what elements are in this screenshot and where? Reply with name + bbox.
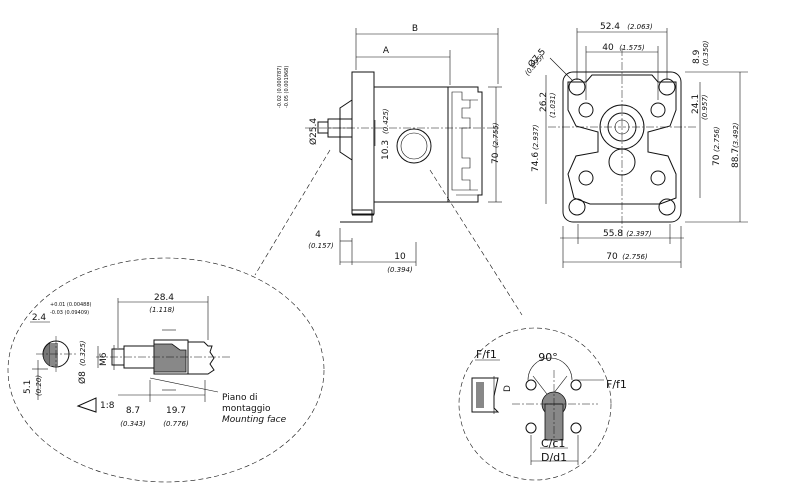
height-26-inch: (1.031) (549, 92, 557, 118)
flange-4-inch: (0.157) (308, 242, 334, 250)
shaft-dia-8: Ø8 (77, 371, 88, 384)
shaft-length-8-inch: (0.343) (120, 420, 146, 428)
shaft-diameter: Ø25.4 (308, 118, 319, 145)
width-55-inch: (2.397) (626, 230, 652, 238)
port-detail (458, 327, 612, 481)
dim-b: B (412, 24, 418, 34)
width-70: 70 (606, 252, 618, 262)
thread-m6: M6 (99, 352, 109, 366)
shaft-length-28: 28.4 (154, 293, 174, 303)
key-height-5: 5.1 (23, 380, 33, 394)
port-label-ff1-side: F/f1 (606, 378, 627, 391)
width-52: 52.4 (600, 22, 620, 32)
port-label-dd1: D/d1 (541, 451, 567, 464)
height-70-inch: (2.755) (492, 122, 500, 148)
width-40-inch: (1.575) (619, 44, 645, 52)
port-label-ff1-top: F/f1 (476, 348, 497, 361)
height-70-front-inch: (2.756) (713, 126, 721, 152)
height-88-inch: (3.492) (732, 122, 740, 148)
port-angle: 90° (538, 351, 558, 364)
height-74: 74.6 (531, 152, 541, 172)
mounting-face-it-2: montaggio (222, 404, 271, 414)
flange-10: 10 (394, 252, 406, 262)
mounting-face-it-1: Piano di (222, 393, 258, 403)
top-8: 8.9 (692, 49, 702, 64)
key-height-5-inch: (0.20) (35, 375, 43, 396)
port-label-cc1: C/c1 (541, 437, 565, 450)
shaft-length-8: 8.7 (126, 406, 140, 416)
port-label-d: D (503, 385, 513, 392)
flange-10-inch: (0.394) (387, 266, 413, 274)
shaft-tolerance-1: -0.02 (0.000787) (277, 66, 283, 108)
shaft-length-19: 19.7 (166, 406, 186, 416)
leader-shaft (254, 149, 331, 276)
width-55: 55.8 (603, 229, 623, 239)
shaft-tolerance-2: -0.05 (0.001968) (284, 66, 290, 108)
side-view (305, 28, 502, 266)
dim-a: A (383, 46, 390, 56)
key-tolerance-a: +0.01 (0.00488) (50, 302, 92, 308)
height-26: 26.2 (539, 92, 549, 112)
height-74-inch: (2.937) (532, 124, 540, 150)
height-70: 70 (491, 152, 501, 164)
key-width: 2.4 (32, 313, 47, 323)
taper-ratio: 1:8 (100, 401, 115, 411)
width-70-inch: (2.756) (622, 253, 648, 261)
shaft-length-19-inch: (0.776) (163, 420, 189, 428)
width-40: 40 (602, 43, 614, 53)
flange-4: 4 (315, 230, 321, 240)
front-view (545, 28, 748, 268)
mounting-face-en: Mounting face (222, 415, 287, 425)
shaft-detail (7, 257, 325, 483)
width-52-inch: (2.063) (627, 23, 653, 31)
height-24: 24.1 (691, 94, 701, 114)
leader-port (429, 169, 523, 316)
height-24-inch: (0.957) (701, 94, 709, 120)
height-88: 88.7 (731, 148, 741, 168)
key-tolerance-b: -0.03 (0.09409) (50, 310, 89, 316)
shaft-length-28-inch: (1.118) (149, 306, 175, 314)
top-8-inch: (0.350) (702, 40, 710, 66)
port-offset-inch: (0.425) (382, 108, 390, 134)
shaft-dia-8-inch: (0.325) (79, 340, 87, 366)
height-70-front: 70 (712, 154, 722, 166)
port-offset: 10.3 (381, 140, 391, 160)
